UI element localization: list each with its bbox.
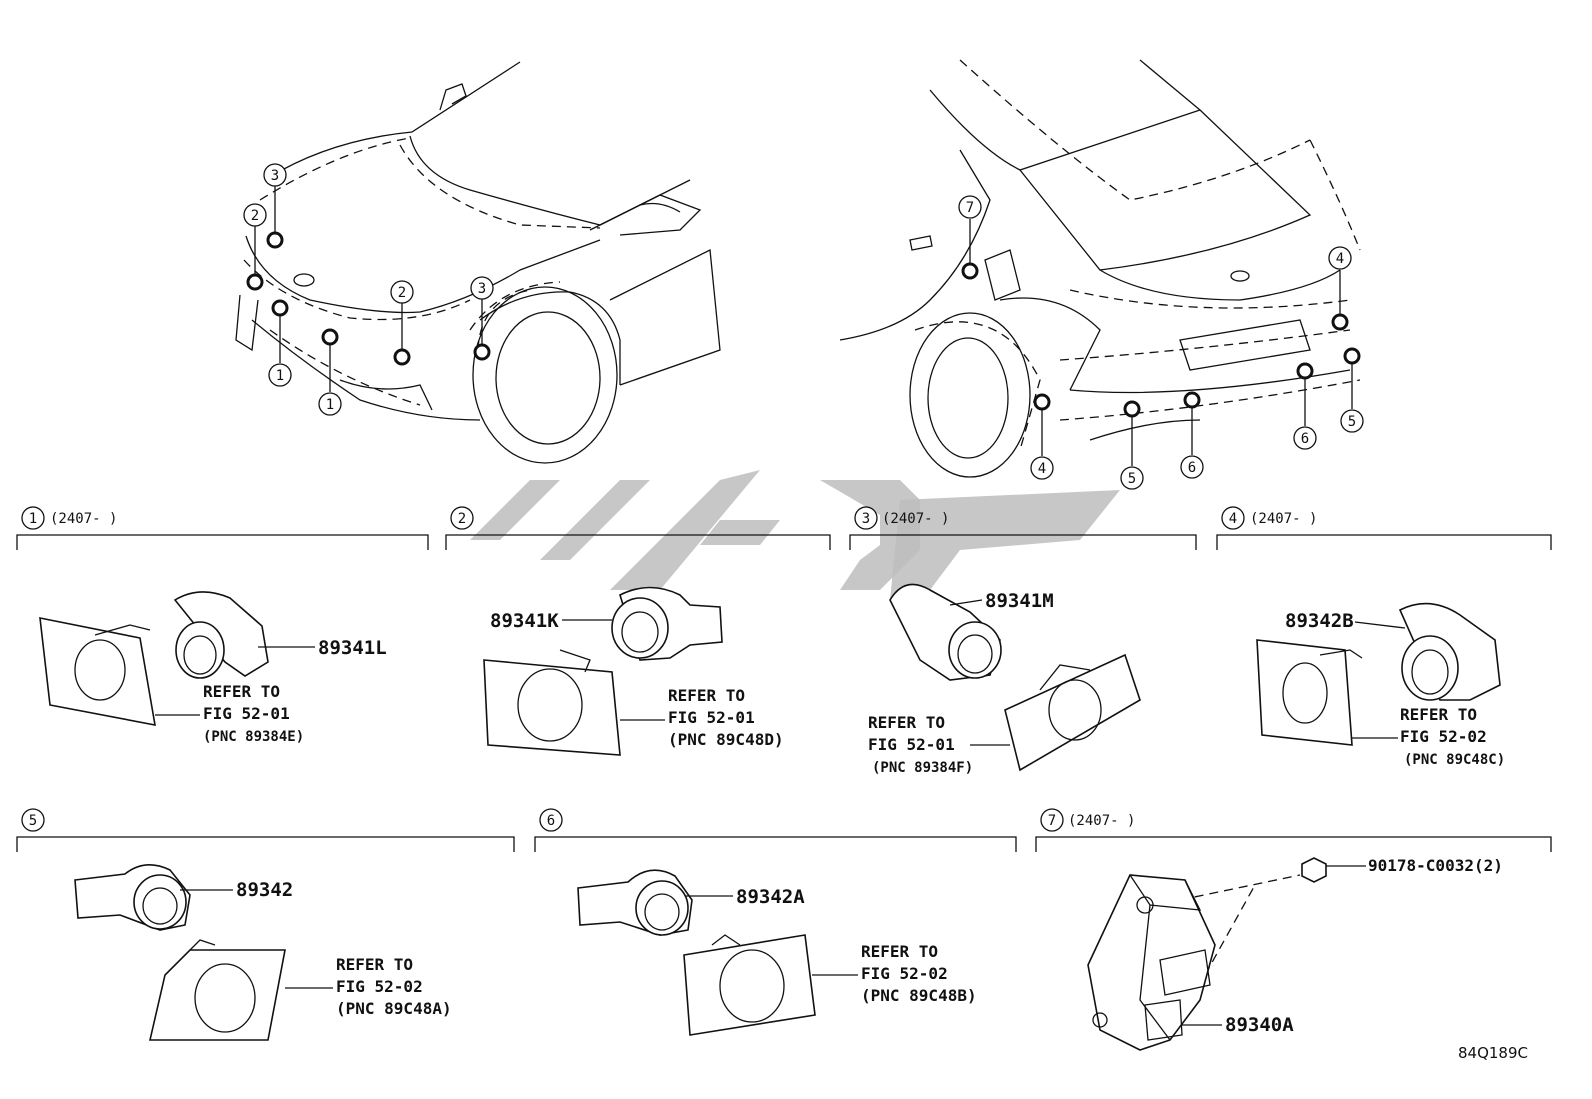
svg-text:1: 1: [276, 368, 284, 384]
rear-callout-5-left: 5: [1120, 466, 1144, 490]
section-1-fig-ref: FIG 52-01: [203, 704, 290, 723]
section-1: 1 (2407- ) 89341L REFER TO FIG 52-01 (PN…: [16, 506, 429, 745]
section-6-number: 6: [547, 813, 555, 829]
svg-text:1: 1: [326, 397, 334, 413]
section-5-number: 5: [29, 813, 37, 829]
section-2-number: 2: [458, 511, 466, 527]
section-4-fig-ref: FIG 52-02: [1400, 727, 1487, 746]
section-5-fig-ref: FIG 52-02: [336, 977, 423, 996]
svg-text:2: 2: [251, 208, 259, 224]
section-6-bracket: [534, 836, 1017, 852]
section-4-date: (2407- ): [1250, 511, 1317, 527]
svg-text:6: 6: [1301, 431, 1309, 447]
section-6: 6 89342A REFER TO FIG 52-02 (PNC 89C48B): [534, 808, 1017, 1036]
bezel-89c48a-drawing: [148, 949, 286, 1041]
section-3-refer-label: REFER TO: [868, 713, 945, 732]
front-callout-1-center: 1: [318, 392, 342, 416]
rear-car-drawing: [839, 59, 1361, 478]
section-2-refer-label: REFER TO: [668, 686, 745, 705]
section-7-date: (2407- ): [1068, 813, 1135, 829]
front-car-drawing: [235, 61, 721, 464]
svg-text:7: 7: [966, 200, 974, 216]
section-1-bracket: [16, 534, 429, 550]
section-2-bracket: [445, 534, 831, 550]
section-3-bracket: [849, 534, 1197, 550]
section-7-bracket: [1035, 836, 1552, 852]
part-number-89342b: 89342B: [1285, 610, 1354, 632]
rear-callout-6-right: 6: [1293, 426, 1317, 450]
section-7-number: 7: [1048, 813, 1056, 829]
section-1-refer-label: REFER TO: [203, 682, 280, 701]
watermark-logo: [470, 470, 1120, 600]
svg-text:3: 3: [478, 281, 486, 297]
section-5-bracket: [16, 836, 515, 852]
svg-text:5: 5: [1128, 471, 1136, 487]
bezel-89c48b-drawing: [683, 934, 816, 1036]
section-2-pnc: (PNC 89C48D): [668, 730, 784, 749]
svg-text:5: 5: [1348, 414, 1356, 430]
section-1-date: (2407- ): [50, 511, 117, 527]
section-6-pnc: (PNC 89C48B): [861, 986, 977, 1005]
bezel-89384f-drawing: [1004, 653, 1141, 772]
section-4-bracket: [1216, 534, 1552, 550]
rear-callout-6-left: 6: [1180, 455, 1204, 479]
section-3-number: 3: [862, 511, 870, 527]
bezel-89c48d-drawing: [483, 659, 621, 756]
section-1-number: 1: [29, 511, 37, 527]
front-callout-3-right: 3: [470, 276, 494, 300]
svg-text:6: 6: [1188, 460, 1196, 476]
section-2: 2 89341K REFER TO FIG 52-01 (PNC 89C48D): [445, 506, 831, 756]
ecu-89340a-drawing: [1087, 874, 1216, 1051]
part-number-89342a: 89342A: [736, 886, 805, 908]
section-4-refer-label: REFER TO: [1400, 705, 1477, 724]
svg-text:3: 3: [271, 168, 279, 184]
section-4-pnc: (PNC 89C48C): [1404, 752, 1505, 768]
front-callout-1-left: 1: [268, 363, 292, 387]
part-number-89340a: 89340A: [1225, 1014, 1294, 1036]
section-6-fig-ref: FIG 52-02: [861, 964, 948, 983]
bezel-89c48c-drawing: [1256, 639, 1353, 746]
svg-text:4: 4: [1038, 461, 1046, 477]
sensor-89341l-drawing: [173, 591, 269, 677]
section-3-date: (2407- ): [882, 511, 949, 527]
figure-code: 84Q189C: [1458, 1044, 1528, 1062]
front-callout-2-center: 2: [390, 280, 414, 304]
part-number-89342: 89342: [236, 879, 293, 901]
front-callout-2-left: 2: [243, 203, 267, 227]
section-4-number: 4: [1229, 511, 1237, 527]
section-1-pnc: (PNC 89384E): [203, 729, 304, 745]
part-number-89341m: 89341M: [985, 590, 1054, 612]
rear-callout-4-left: 4: [1030, 456, 1054, 480]
rear-callout-7: 7: [958, 195, 982, 219]
rear-callout-5-right: 5: [1340, 409, 1364, 433]
rear-callout-4-right: 4: [1328, 246, 1352, 270]
section-2-fig-ref: FIG 52-01: [668, 708, 755, 727]
section-6-refer-label: REFER TO: [861, 942, 938, 961]
section-5: 5 89342 REFER TO FIG 52-02 (PNC 89C48A): [16, 808, 515, 1041]
svg-text:2: 2: [398, 285, 406, 301]
part-number-90178-c0032: 90178-C0032(2): [1368, 856, 1503, 875]
svg-text:4: 4: [1336, 251, 1344, 267]
section-3-pnc: (PNC 89384F): [872, 760, 973, 776]
section-5-pnc: (PNC 89C48A): [336, 999, 452, 1018]
bolt-90178-c0032-drawing: [1301, 857, 1327, 883]
part-number-89341k: 89341K: [490, 610, 559, 632]
part-number-89341l: 89341L: [318, 637, 387, 659]
section-3: 3 (2407- ) 89341M REFER TO FIG 52-01 (PN…: [849, 506, 1197, 776]
section-7: 7 (2407- ) 90178-C0032(2) 89340A: [1035, 808, 1552, 1051]
section-4: 4 (2407- ) 89342B REFER TO FIG 52-02 (PN…: [1216, 506, 1552, 768]
section-3-fig-ref: FIG 52-01: [868, 735, 955, 754]
section-5-refer-label: REFER TO: [336, 955, 413, 974]
front-callout-3-top: 3: [263, 163, 287, 187]
